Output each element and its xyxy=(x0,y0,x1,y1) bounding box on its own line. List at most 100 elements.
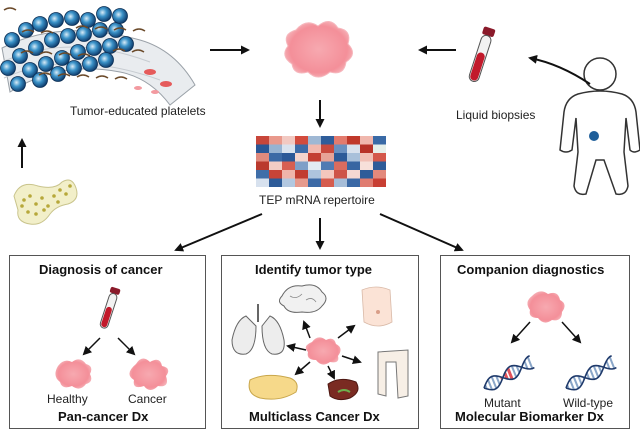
panel-companion xyxy=(440,255,630,429)
heatmap-cell xyxy=(321,144,334,153)
tumor-cell xyxy=(32,72,48,88)
fiber xyxy=(113,27,127,31)
heatmap-cell xyxy=(269,136,282,145)
heatmap-cell xyxy=(334,161,347,170)
heatmap-cell xyxy=(295,144,308,153)
heatmap-cell xyxy=(282,178,295,187)
marrow-cell xyxy=(34,212,38,216)
panel-1-footer: Pan-cancer Dx xyxy=(58,409,149,424)
tumor-cell xyxy=(98,52,114,68)
heatmap-cell xyxy=(334,144,347,153)
panel-tumor-type xyxy=(221,255,419,429)
heatmap-cell xyxy=(295,178,308,187)
tumor-cell xyxy=(82,56,98,72)
fiber xyxy=(114,76,128,80)
fiber xyxy=(95,75,109,79)
bone-marrow-illustration xyxy=(13,179,78,225)
tumor-vessel-illustration xyxy=(0,6,196,106)
marrow-cell xyxy=(22,198,26,202)
tumor-cell xyxy=(92,22,108,38)
marrow-cell xyxy=(46,204,50,208)
tumor-cell xyxy=(4,32,20,48)
heatmap-cell xyxy=(256,170,269,179)
marrow-cell xyxy=(64,192,68,196)
heatmap-cell xyxy=(347,144,360,153)
marrow-cell xyxy=(28,194,32,198)
heatmap-cell xyxy=(295,170,308,179)
healthy-label: Healthy xyxy=(47,392,88,406)
arrow-body-to-tube xyxy=(528,54,591,85)
heatmap-cell xyxy=(269,153,282,162)
heatmap-cell xyxy=(347,161,360,170)
tumor-cell xyxy=(48,12,64,28)
panel-1-title: Diagnosis of cancer xyxy=(39,262,163,277)
marrow-cell xyxy=(40,196,44,200)
heatmap-cell xyxy=(373,170,386,179)
tumor-cell xyxy=(80,12,96,28)
heatmap-cell xyxy=(256,178,269,187)
marrow-cell xyxy=(20,204,24,208)
cancer-label: Cancer xyxy=(128,392,167,406)
heatmap-cell xyxy=(308,170,321,179)
liquid-biopsies-label: Liquid biopsies xyxy=(456,108,536,122)
heatmap-cell xyxy=(334,178,347,187)
tumor-cell xyxy=(38,56,54,72)
heatmap-cell xyxy=(269,161,282,170)
fiber xyxy=(57,73,71,77)
heatmap-cell xyxy=(282,153,295,162)
blood-tube-icon xyxy=(468,26,496,83)
heatmap-cell xyxy=(334,136,347,145)
fiber xyxy=(40,30,54,34)
heatmap-cell xyxy=(321,136,334,145)
heatmap-cell xyxy=(347,178,360,187)
heatmap-cell xyxy=(347,170,360,179)
tep-label: Tumor-educated platelets xyxy=(70,104,206,118)
heatmap-cell xyxy=(373,144,386,153)
panel-2-title: Identify tumor type xyxy=(255,262,373,277)
heatmap-cell xyxy=(373,153,386,162)
heatmap-cell xyxy=(256,136,269,145)
marrow-cell xyxy=(58,188,62,192)
panel-3-title: Companion diagnostics xyxy=(457,262,605,277)
heatmap-cell xyxy=(256,153,269,162)
heatmap-cell xyxy=(360,178,373,187)
marrow-cell xyxy=(26,210,30,214)
heatmap-cell xyxy=(321,153,334,162)
marrow-cell xyxy=(52,194,56,198)
heatmap-cell xyxy=(373,178,386,187)
tumor-cell xyxy=(32,16,48,32)
tumor-cell xyxy=(66,60,82,76)
mrna-heatmap xyxy=(256,136,386,187)
heatmap-cell xyxy=(308,136,321,145)
human-figure-icon xyxy=(559,57,640,196)
fiber xyxy=(94,26,108,30)
heatmap-cell xyxy=(269,178,282,187)
fiber xyxy=(131,49,145,53)
repertoire-label: TEP mRNA repertoire xyxy=(259,193,375,207)
fiber xyxy=(58,52,72,56)
panel-diagnosis xyxy=(9,255,206,429)
fiber xyxy=(77,53,91,57)
tumor-cell xyxy=(64,10,80,26)
heatmap-cell xyxy=(334,170,347,179)
heatmap-cell xyxy=(373,161,386,170)
heatmap-cell xyxy=(256,161,269,170)
fiber xyxy=(132,28,146,32)
tumor-cell xyxy=(54,50,70,66)
heatmap-cell xyxy=(256,144,269,153)
heatmap-cell xyxy=(282,136,295,145)
heatmap-cell xyxy=(334,153,347,162)
heatmap-cell xyxy=(282,161,295,170)
fiber xyxy=(75,25,89,29)
tumor-cell xyxy=(108,22,124,38)
heatmap-cell xyxy=(282,170,295,179)
wildtype-label: Wild-type xyxy=(563,396,614,410)
heatmap-cell xyxy=(360,170,373,179)
heatmap-cell xyxy=(308,153,321,162)
heatmap-cell xyxy=(269,170,282,179)
heatmap-cell xyxy=(308,178,321,187)
heatmap-cell xyxy=(308,144,321,153)
marrow-cell xyxy=(34,202,38,206)
heatmap-cell xyxy=(308,161,321,170)
